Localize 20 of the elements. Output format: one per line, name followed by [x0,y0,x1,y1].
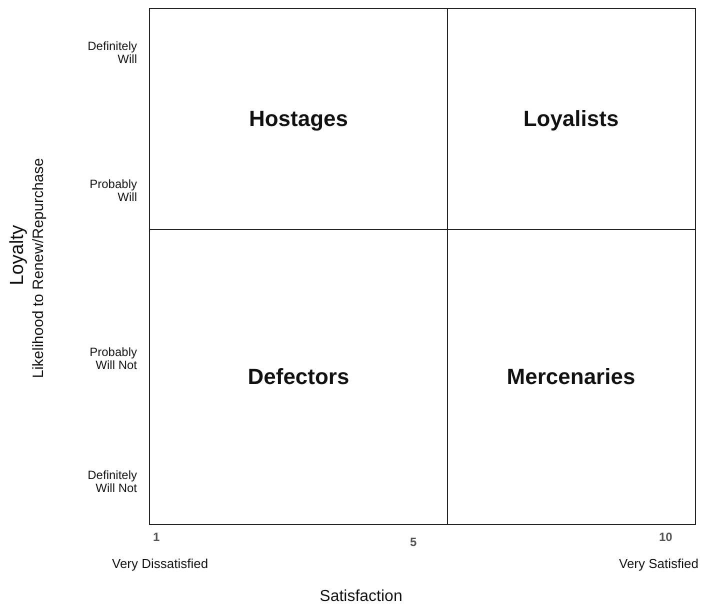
quadrant-box [447,229,696,525]
quadrant-box [447,8,696,230]
axis-tick-label: Very Dissatisfied [112,557,208,571]
quadrant-label: Defectors [248,364,350,390]
axis-tick-label: 1 [153,530,160,544]
quadrant-box [149,229,448,525]
axis-title: Loyalty [8,225,28,286]
axis-title: Satisfaction [320,588,402,606]
axis-title: Likelihood to Renew/Repurchase [30,158,48,378]
axis-tick-label: Definitely Will Not [86,469,137,495]
axis-tick-label: Very Satisfied [619,557,698,571]
axis-tick-label: Definitely Will [86,40,137,66]
quadrant-label: Hostages [248,106,348,132]
quadrant-label: Loyalists [523,106,619,132]
axis-tick-label: Probably Will Not [88,346,137,372]
quadrant-box [149,8,448,230]
axis-tick-label: Probably Will [88,178,137,204]
axis-tick-label: 5 [410,535,417,549]
axis-tick-label: 10 [659,530,672,544]
quadrant-label: Mercenaries [506,364,636,390]
